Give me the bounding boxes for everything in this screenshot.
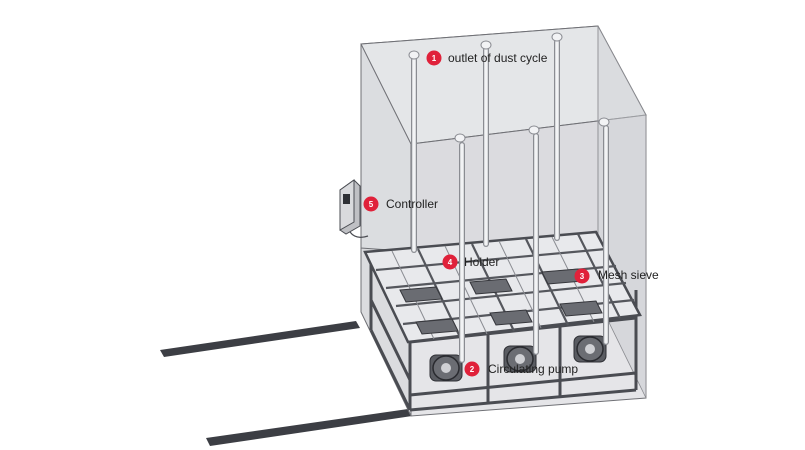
callout-label-holder: Holder [464, 255, 499, 269]
callout-marker-2 [464, 361, 480, 377]
callout-number-2: 2 [470, 365, 475, 374]
pipe-back-3 [551, 32, 563, 241]
pipes [408, 32, 610, 363]
callout-number-5: 5 [369, 200, 374, 209]
callout-number-3: 3 [580, 272, 585, 281]
mesh-sieves [399, 268, 603, 335]
pump-right [573, 335, 607, 363]
floor-rails [160, 321, 412, 446]
callout-marker-4 [442, 254, 458, 270]
mesh-sieve-6 [559, 300, 603, 317]
rail-front [206, 409, 412, 446]
pump-middle [503, 345, 537, 373]
mesh-sieve-5 [489, 309, 533, 326]
callout-label-outlet-of-dust-cycle: outlet of dust cycle [448, 51, 548, 65]
callout-2: 2 Circulating pump [464, 361, 578, 377]
controller-box [339, 179, 369, 238]
callout-number-4: 4 [448, 258, 453, 267]
callout-3: 3 Mesh sieve [574, 268, 659, 284]
pipe-front-3 [598, 117, 610, 345]
callout-marker-3 [574, 268, 590, 284]
rail-back [160, 321, 360, 357]
callout-1: 1 outlet of dust cycle [426, 50, 548, 66]
callout-4: 4 Holder [442, 254, 499, 270]
callout-label-circulating-pump: Circulating pump [488, 362, 578, 376]
pump-left [429, 354, 463, 382]
callout-5: 5 Controller [363, 196, 438, 212]
callout-number-1: 1 [432, 54, 437, 63]
pipe-back-2 [480, 40, 492, 247]
callout-marker-5 [363, 196, 379, 212]
mesh-sieve-2 [469, 278, 513, 295]
circulating-pumps [429, 335, 607, 382]
callout-label-controller: Controller [386, 197, 438, 211]
pipe-front-2 [528, 125, 540, 355]
mesh-sieve-1 [399, 286, 443, 303]
callout-marker-1 [426, 50, 442, 66]
callout-label-mesh-sieve: Mesh sieve [598, 268, 659, 282]
pipe-front-1 [454, 133, 466, 363]
mesh-sieve-4 [415, 318, 459, 335]
pipe-back-1 [408, 50, 420, 253]
